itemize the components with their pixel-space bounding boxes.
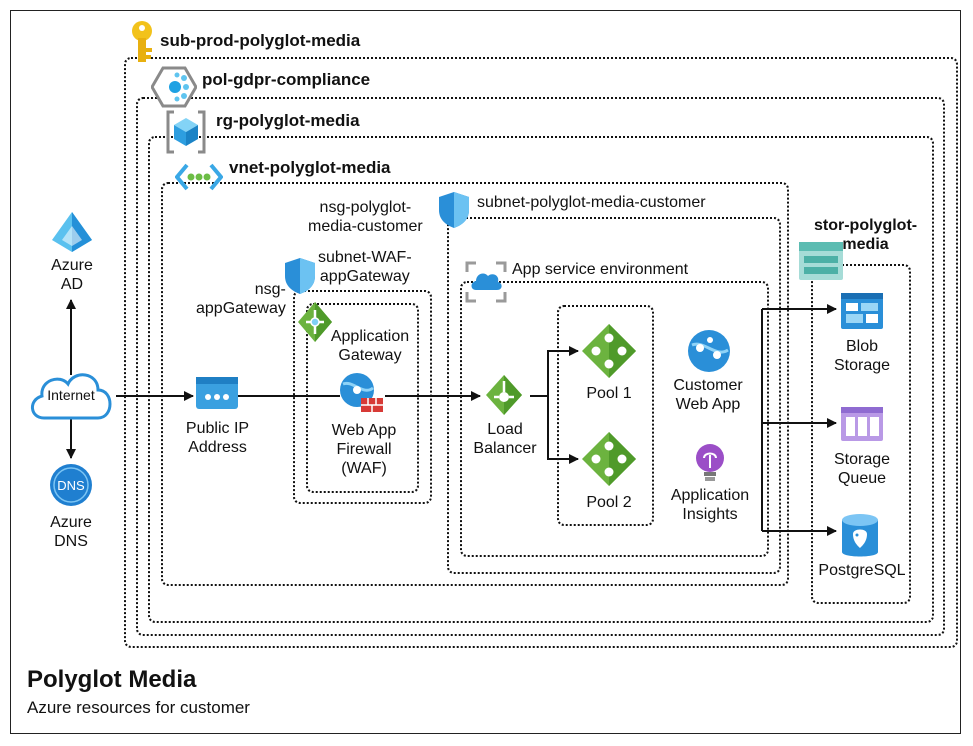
- pool1-icon: [582, 324, 636, 378]
- subnet-waf-label: subnet-WAF- appGateway: [318, 249, 412, 285]
- app-insights-icon: [696, 444, 724, 481]
- nsg-appgateway-shield-icon: [285, 258, 315, 294]
- dns-badge-label: DNS: [57, 478, 85, 493]
- vnet-icon: [175, 163, 223, 191]
- pool2-label: Pool 2: [586, 494, 632, 511]
- app-insights-label: Application Insights: [670, 487, 750, 523]
- lb-to-pool1-arrow: [530, 346, 579, 397]
- policy-icon: [151, 66, 197, 108]
- public-ip-icon: [196, 377, 238, 409]
- postgresql-label: PostgreSQL: [818, 562, 906, 579]
- azure-dns-label: Azure DNS: [50, 514, 92, 550]
- pool2-icon: [582, 432, 636, 486]
- resource-group-label: rg-polyglot-media: [216, 111, 360, 130]
- resource-group-icon: [166, 110, 206, 154]
- internet-label: Internet: [47, 387, 95, 403]
- pool1-label: Pool 1: [586, 385, 632, 402]
- app-gateway-label: Application Gateway: [330, 328, 410, 364]
- pool-box: [557, 305, 654, 526]
- customer-web-app-icon: [688, 330, 730, 372]
- ase-label: App service environment: [512, 261, 689, 278]
- subscription-box: [124, 57, 958, 648]
- azure-dns-icon: [50, 464, 92, 506]
- app-gateway-icon: [298, 302, 332, 342]
- vnet-box: [161, 182, 789, 586]
- subnet-customer-label: subnet-polyglot-media-customer: [477, 194, 706, 211]
- load-balancer-label: Load Balancer: [473, 421, 537, 457]
- key-icon: [132, 21, 152, 62]
- storage-account-box: [811, 264, 911, 604]
- ase-box: [460, 281, 769, 557]
- resource-group-box: [148, 136, 934, 623]
- blob-storage-icon: [841, 293, 883, 329]
- nsg-customer-shield-icon: [439, 192, 469, 228]
- blob-storage-label: Blob Storage: [833, 338, 891, 374]
- diagram-title: Polyglot Media: [27, 666, 197, 693]
- storage-queue-icon: [841, 407, 883, 441]
- postgresql-icon: [842, 514, 878, 557]
- nsg-customer-label: nsg-polyglot- media-customer: [308, 199, 423, 235]
- waf-label: Web App Firewall (WAF): [331, 422, 397, 477]
- diagram-frame: [10, 10, 961, 734]
- storage-queue-label: Storage Queue: [833, 451, 891, 487]
- internet-cloud-icon: [31, 373, 112, 420]
- storage-account-label: stor-polyglot- media: [814, 217, 918, 253]
- load-balancer-icon: [486, 375, 522, 415]
- policy-label: pol-gdpr-compliance: [202, 70, 371, 89]
- policy-box: [136, 97, 945, 636]
- customer-web-app-label: Customer Web App: [673, 377, 743, 413]
- waf-globe-icon: [340, 373, 383, 412]
- waf-inner-box: [306, 303, 419, 493]
- diagram-subtitle: Azure resources for customer: [27, 698, 250, 717]
- lb-to-pool2-arrow: [547, 396, 579, 464]
- azure-ad-label: Azure AD: [51, 257, 93, 293]
- azure-ad-icon: [52, 212, 92, 252]
- subscription-label: sub-prod-polyglot-media: [160, 31, 361, 50]
- storage-account-icon: [799, 242, 843, 280]
- public-ip-label: Public IP Address: [185, 420, 250, 456]
- ase-icon: [465, 261, 507, 303]
- vnet-label: vnet-polyglot-media: [229, 158, 391, 177]
- nsg-appgateway-label: nsg- appGateway: [196, 281, 286, 317]
